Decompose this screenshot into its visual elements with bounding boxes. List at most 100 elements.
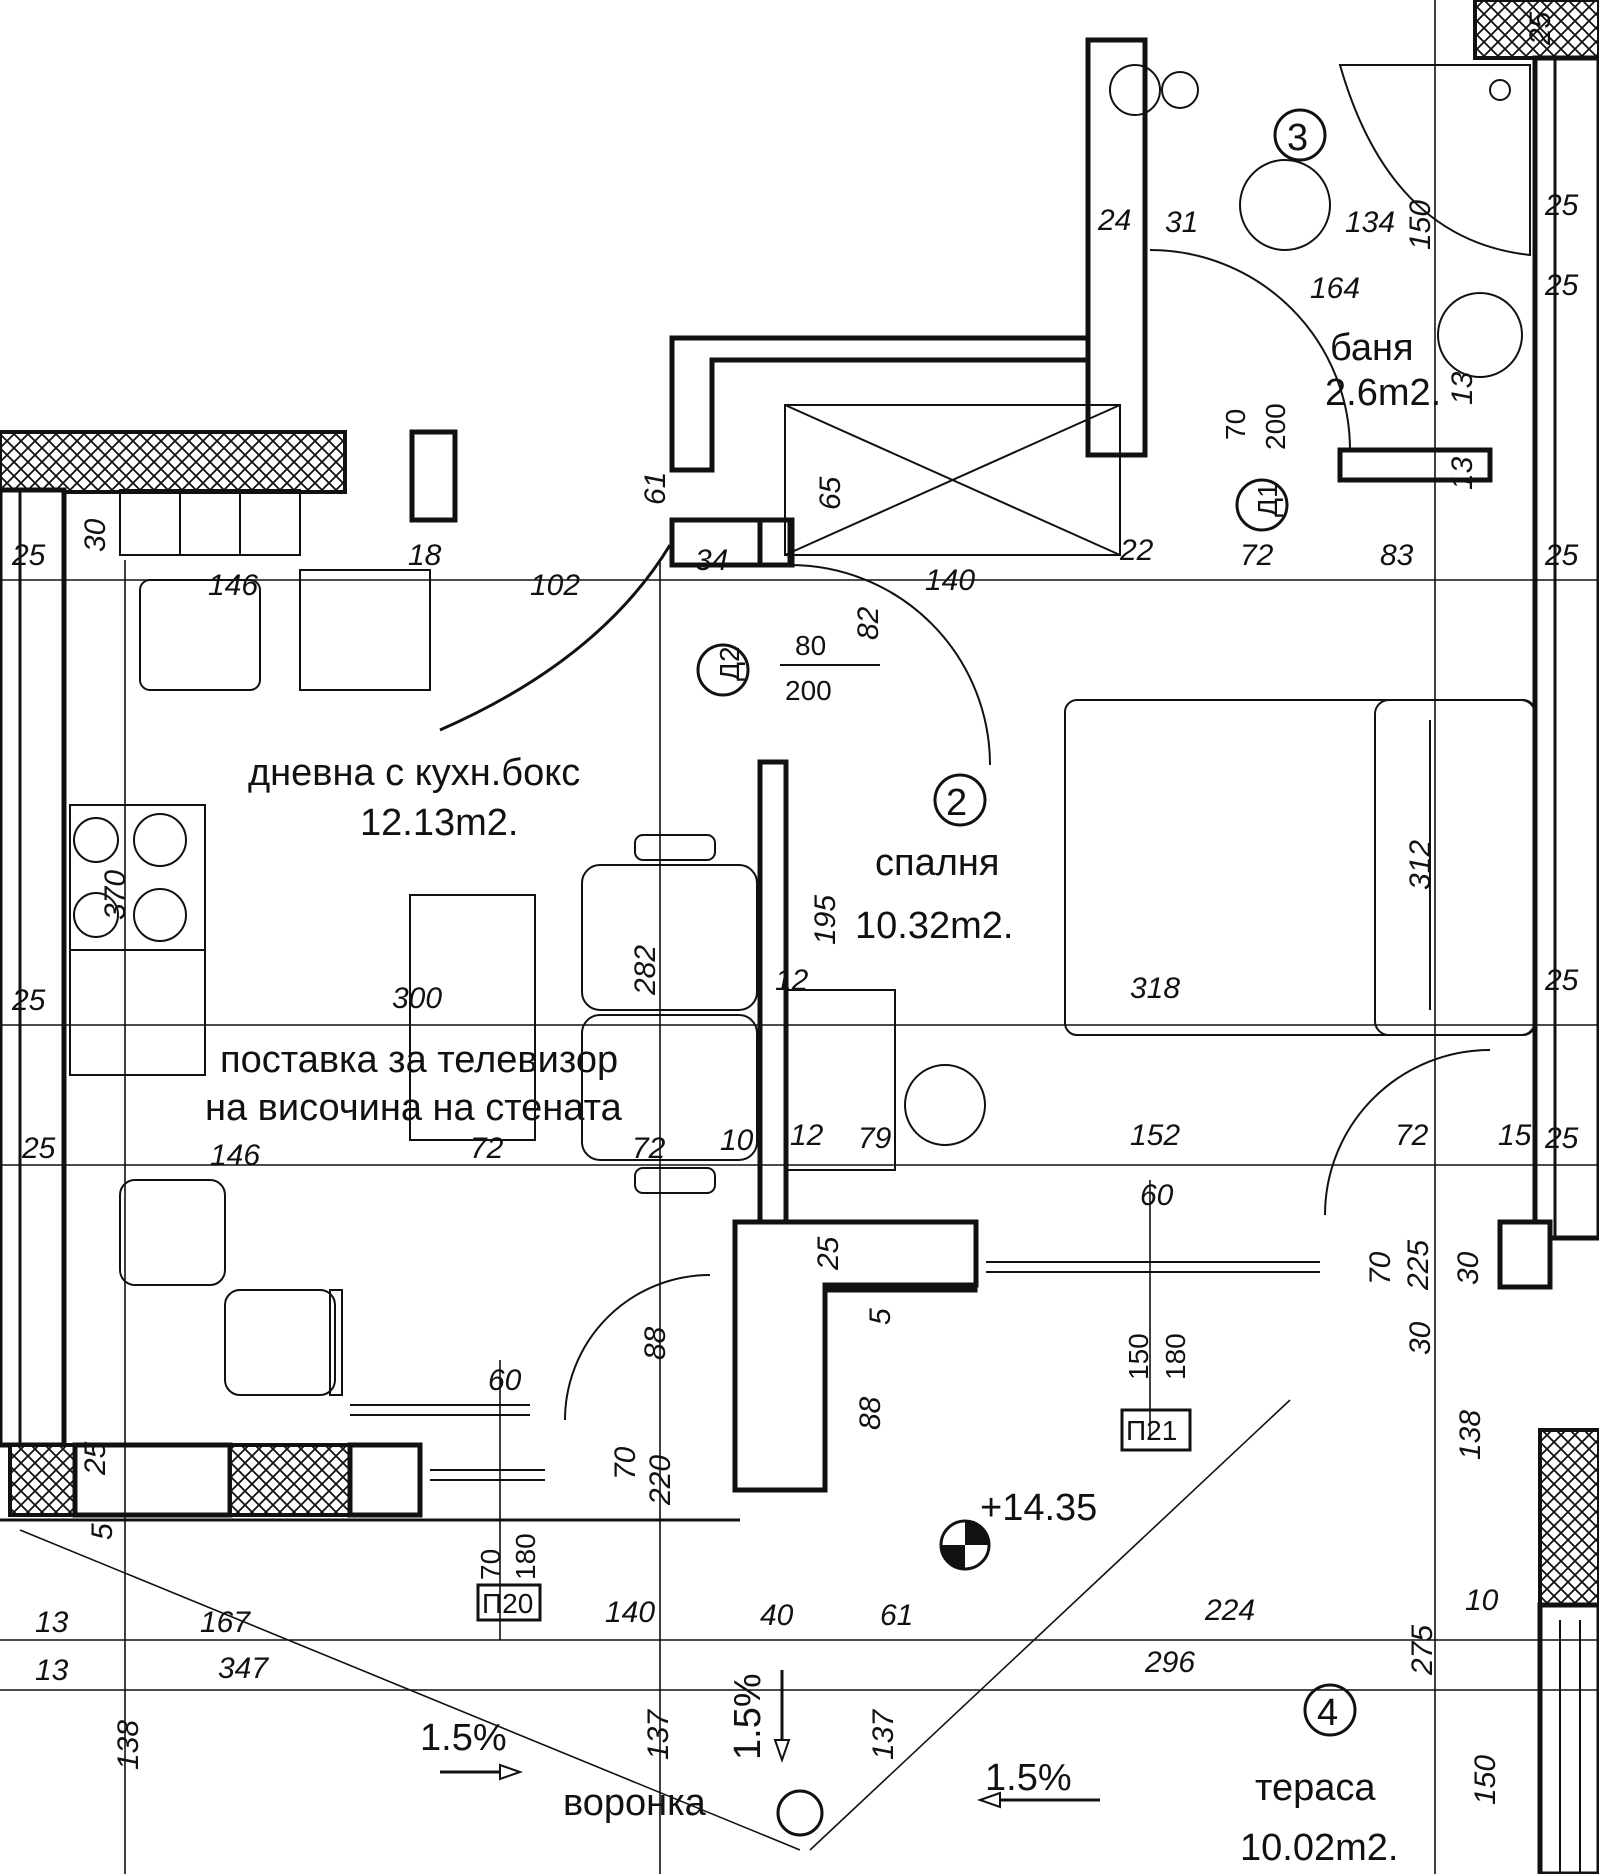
dim: 225 — [1402, 1240, 1435, 1291]
dim: 24 — [1097, 204, 1131, 237]
slope-label-2: 1.5% — [985, 1757, 1072, 1799]
dim: 72 — [1395, 1119, 1429, 1152]
dim: 137 — [642, 1709, 675, 1760]
dim: 25 — [79, 1441, 112, 1476]
terrace-name: тераса — [1255, 1767, 1376, 1809]
terrace-number: 4 — [1317, 1692, 1338, 1734]
door-d1-height: 200 — [1260, 403, 1291, 450]
room-labels: дневна с кухн.бокс 12.13m2. 2 спалня 10.… — [248, 108, 1441, 1869]
dim: 10 — [1465, 1584, 1499, 1617]
dim: 25 — [21, 1132, 56, 1165]
bedroom-area: 10.32m2. — [855, 905, 1013, 947]
dim: 25 — [1544, 269, 1579, 302]
dim: 40 — [760, 1599, 794, 1632]
dim: 300 — [392, 982, 442, 1015]
dim: 25 — [1524, 11, 1557, 46]
furniture — [69, 64, 1536, 1396]
dim: 13 — [1446, 371, 1479, 405]
living-room-name: дневна с кухн.бокс — [248, 752, 580, 794]
dim: 72 — [632, 1132, 666, 1165]
dim: 61 — [880, 1599, 913, 1632]
dimension-numbers: 25 134 150 164 24 31 25 25 13 13 25 30 1… — [11, 11, 1579, 1805]
dim: 65 — [814, 476, 847, 510]
dim: 34 — [695, 544, 728, 577]
slope-label-3: 1.5% — [727, 1673, 769, 1760]
dim: 60 — [488, 1364, 522, 1397]
dim: 25 — [1544, 539, 1579, 572]
dim: 83 — [1380, 539, 1414, 572]
dim: 61 — [639, 472, 672, 505]
dim: 25 — [1544, 964, 1579, 997]
living-room-area: 12.13m2. — [360, 802, 518, 844]
dim: 15 — [1498, 1119, 1532, 1152]
door-d1-tag: Д1 — [1252, 482, 1283, 517]
dim: 150 — [1404, 200, 1437, 250]
door-d2-height: 200 — [785, 675, 832, 706]
bedroom-name: спалня — [875, 842, 999, 884]
dim: 88 — [639, 1326, 672, 1360]
dim: 347 — [218, 1652, 269, 1685]
dim: 296 — [1144, 1646, 1195, 1679]
dim: 282 — [629, 945, 662, 996]
tv-note-line2: на височина на стената — [205, 1087, 623, 1129]
dim: 60 — [1140, 1179, 1174, 1212]
door-d1-width: 70 — [1220, 409, 1251, 440]
door-tags: Д1 70 200 Д2 80 200 П20 70 180 П21 150 1… — [475, 403, 1291, 1622]
dim: 150 — [1469, 1755, 1502, 1805]
notes: поставка за телевизор на височина на сте… — [205, 1039, 1097, 1837]
dim: 25 — [11, 539, 46, 572]
dim: 31 — [1165, 206, 1198, 239]
drain-label: воронка — [563, 1782, 707, 1824]
bedroom-number: 2 — [946, 782, 967, 824]
dim: 102 — [530, 569, 580, 602]
door-d2-tag: Д2 — [714, 646, 745, 681]
dim: 70 — [1364, 1251, 1397, 1285]
dim: 12 — [775, 964, 809, 997]
dim: 140 — [925, 564, 975, 597]
bath-area: 2.6m2. — [1325, 372, 1441, 414]
dim: 134 — [1345, 206, 1395, 239]
dim: 18 — [408, 539, 442, 572]
dim: 195 — [809, 895, 842, 945]
dim: 140 — [605, 1596, 655, 1629]
dim: 82 — [852, 606, 885, 640]
window-p20-tag: П20 — [482, 1588, 533, 1619]
dim: 88 — [854, 1396, 887, 1430]
slope-arrows — [440, 1670, 1100, 1809]
tv-note-line1: поставка за телевизор — [220, 1039, 618, 1081]
dim: 13 — [35, 1606, 69, 1639]
dim: 25 — [812, 1236, 845, 1271]
dim: 25 — [1544, 189, 1579, 222]
dim: 13 — [35, 1654, 69, 1687]
dim: 138 — [1454, 1410, 1487, 1460]
dim: 30 — [1404, 1321, 1437, 1355]
dim: 5 — [86, 1523, 119, 1540]
dim: 146 — [208, 569, 258, 602]
dim: 25 — [1544, 1122, 1579, 1155]
level-mark: +14.35 — [980, 1487, 1097, 1529]
dim: 25 — [11, 984, 46, 1017]
door-swings — [439, 249, 1491, 1421]
bath-name: баня — [1330, 327, 1414, 369]
dim: 220 — [644, 1455, 677, 1506]
dim: 72 — [470, 1132, 504, 1165]
slope-label-1: 1.5% — [420, 1717, 507, 1759]
dim: 12 — [790, 1119, 824, 1152]
dim: 138 — [112, 1720, 145, 1770]
dim: 370 — [99, 870, 132, 920]
bath-number: 3 — [1287, 117, 1308, 159]
window-p21-tag: П21 — [1126, 1415, 1177, 1446]
window-p20-width: 70 — [475, 1549, 506, 1580]
door-d2-width: 80 — [795, 630, 826, 661]
terrace-area: 10.02m2. — [1240, 1827, 1398, 1869]
dim: 72 — [1240, 539, 1274, 572]
dim: 167 — [200, 1606, 251, 1639]
dim: 70 — [609, 1446, 642, 1480]
dim: 30 — [1452, 1251, 1485, 1285]
window-p21-width: 150 — [1123, 1333, 1154, 1380]
dim: 146 — [210, 1139, 260, 1172]
dim: 10 — [720, 1124, 754, 1157]
dim: 22 — [1119, 534, 1154, 567]
